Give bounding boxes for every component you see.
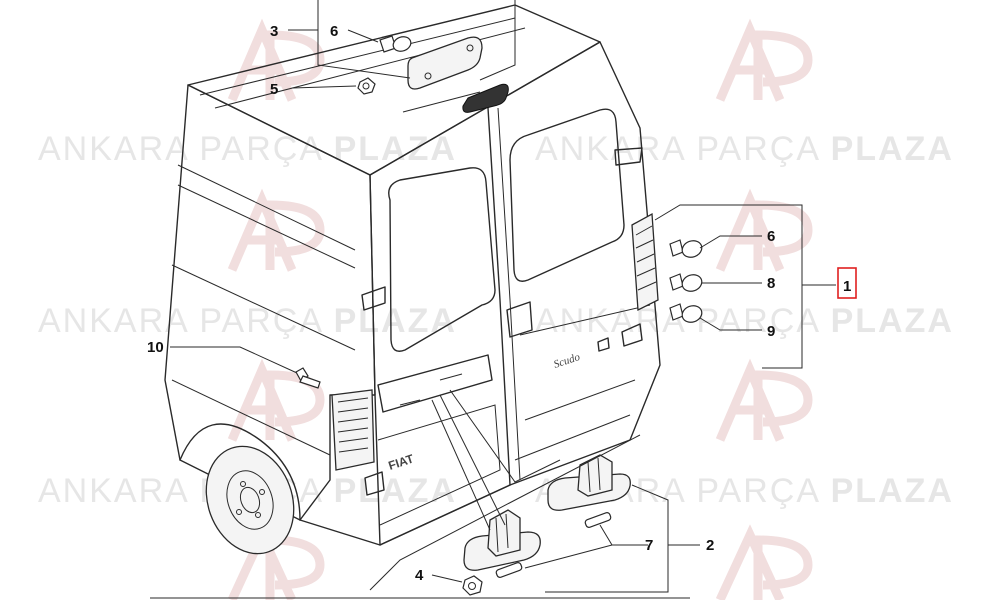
leader-10	[170, 346, 298, 374]
callout-6-right: 6	[767, 228, 775, 245]
leader-7	[524, 524, 648, 569]
callout-5: 5	[270, 81, 278, 98]
part-2-license-plate-lamp-lower	[463, 509, 541, 571]
bulb-9	[669, 303, 703, 323]
leader-5	[291, 85, 357, 89]
rear-door-split	[497, 107, 521, 481]
watermark-text: ANKARA PARÇA PLAZA	[38, 130, 457, 168]
door-handle	[361, 286, 386, 311]
leader-4	[431, 574, 463, 583]
watermark-logo	[715, 18, 813, 102]
watermark-logo	[227, 358, 325, 442]
callout-2: 2	[706, 537, 714, 554]
door-panel-line	[524, 379, 636, 421]
door-hinge-top	[614, 147, 643, 166]
rear-window-right	[509, 108, 625, 282]
watermark-logo	[715, 524, 813, 600]
roof-rib	[199, 17, 516, 96]
leader-line	[402, 91, 481, 113]
door-panel-line	[514, 414, 631, 461]
door-script-badge: Scudo	[552, 351, 582, 371]
callout-1: 1	[843, 278, 851, 295]
license-plate-recess	[377, 354, 493, 413]
rear-window-left	[388, 167, 496, 352]
bulb-7-upper	[584, 512, 612, 528]
bracket-1	[654, 204, 803, 369]
watermark-text: ANKARA PARÇA PLAZA	[535, 130, 954, 168]
side-marker	[621, 323, 643, 347]
tail-lamp-left	[331, 389, 375, 471]
third-brake-lamp-mount	[462, 83, 509, 113]
lower-tailgate-panel	[377, 404, 501, 526]
rear-door-frame	[369, 41, 661, 546]
bolt-10	[295, 367, 321, 389]
part-2-license-plate-lamp-upper	[547, 454, 631, 511]
part-3-third-brake-lamp	[407, 36, 483, 90]
exploded-view-line	[369, 434, 641, 591]
leader-2	[545, 484, 700, 593]
exploded-view-line	[439, 394, 506, 526]
callout-9: 9	[767, 323, 775, 340]
leader-6-right	[699, 235, 762, 249]
leader-3	[288, 29, 411, 79]
exploded-view-line	[449, 389, 561, 483]
watermark-logo	[715, 188, 813, 272]
side-body-line	[171, 379, 331, 456]
callout-3: 3	[270, 23, 278, 40]
door-badge-e	[597, 337, 610, 352]
bulb-8	[669, 273, 703, 292]
callout-8: 8	[767, 275, 775, 292]
bulb-6-top	[379, 35, 412, 53]
bulb-6-right	[669, 239, 703, 258]
door-panel-line	[519, 304, 651, 336]
nut-4	[462, 575, 483, 596]
callout-6-top: 6	[330, 23, 338, 40]
watermark-text: ANKARA PARÇA PLAZA	[38, 302, 457, 340]
plate-light-slot	[399, 373, 463, 406]
callout-7: 7	[645, 537, 653, 554]
side-body-line	[171, 264, 356, 351]
rear-bumper-line	[299, 484, 511, 546]
watermark-logo	[227, 188, 325, 272]
callout-4: 4	[415, 567, 424, 584]
rear-wheel	[179, 423, 301, 555]
nut-5	[357, 77, 376, 95]
bumper-marker	[364, 471, 385, 496]
leader-6-top	[347, 29, 379, 43]
leader-9	[699, 317, 762, 331]
tailgate-badge: FIAT	[387, 451, 416, 472]
watermark-text: ANKARA PARÇA PLAZA	[535, 302, 954, 340]
door-handle-center	[506, 301, 533, 338]
bulb-7-lower	[495, 562, 523, 578]
side-body-line	[177, 184, 356, 269]
tail-lamp-right	[631, 212, 659, 312]
callout-10: 10	[147, 339, 164, 356]
side-body-line	[177, 164, 356, 251]
exploded-view-line	[431, 399, 491, 531]
watermark-logo	[715, 358, 813, 442]
callout-1-highlight	[837, 267, 857, 299]
leader-line	[479, 0, 516, 81]
rear-door-split	[487, 107, 511, 486]
watermark-layer: ANKARA PARÇA PLAZA ANKARA PARÇA PLAZA AN…	[38, 18, 954, 600]
